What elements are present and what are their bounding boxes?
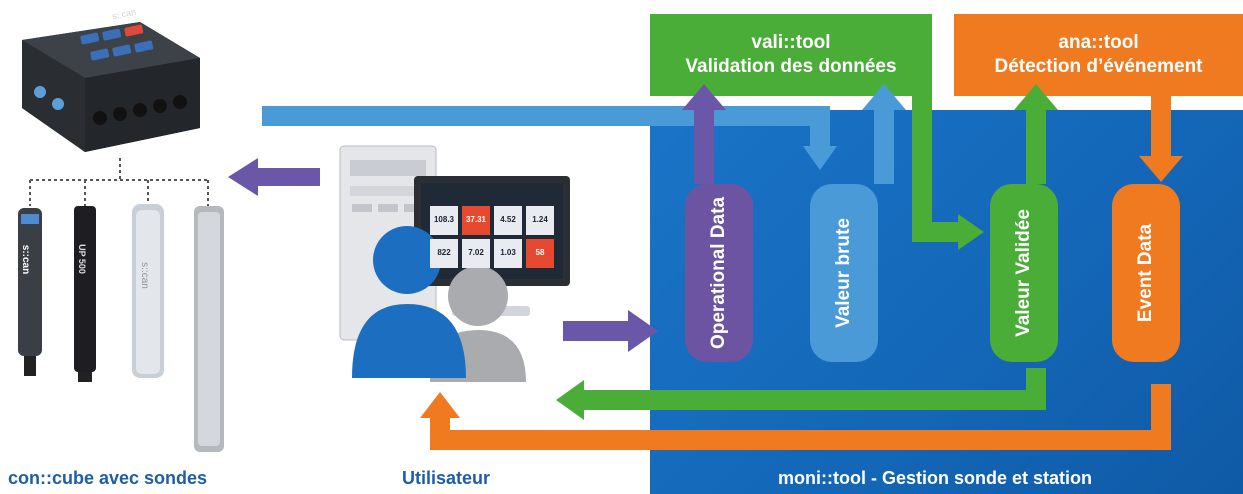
ana-tool-name: ana::tool [1058,32,1139,53]
event-return-arrow-head [420,392,460,418]
validated-up-arrow-head [1014,84,1058,110]
raw-feed-arrow-head [803,146,837,170]
screen-tile: 4.52 [494,206,522,235]
event-data-label: Event Data [1135,223,1156,323]
raw-value-pill: Valeur brute [810,184,878,362]
screen-tile: 1.03 [494,239,522,268]
probe-3-label: s::can [138,262,150,289]
validated-value-label: Valeur Validée [1013,209,1034,337]
moni-tool-caption: moni::tool - Gestion sonde et station [778,468,1092,488]
raw-up-arrow-head [862,84,906,110]
validated-return-arrow-head [556,380,584,420]
ana-tool-box: ana::tool Détection d’événement [954,14,1243,96]
vali-tool-name: vali::tool [751,32,831,53]
validated-return-arrow [580,368,1046,410]
vali-tool-box: vali::tool Validation des données [650,14,932,96]
user-to-moni-arrow-head [628,310,658,352]
screen-tile: 1.24 [526,206,554,235]
raw-up-arrow-body [874,108,894,184]
probe-1 [18,208,42,376]
con-cube-device [22,22,200,152]
user-caption: Utilisateur [402,468,491,488]
vali-to-validated-arrow [912,96,960,242]
validated-value-pill: Valeur Validée [990,184,1058,362]
vali-to-validated-arrow-head [958,214,984,250]
probe-3 [132,204,164,378]
screen-tile: 37.31 [462,206,490,235]
probe-wiring [29,158,209,206]
operational-data-label: Operational Data [708,196,729,350]
vali-tool-subtitle: Validation des données [685,56,897,77]
validated-up-arrow-body [1026,108,1046,184]
screen-tile: 7.02 [462,239,490,268]
user-to-device-arrow-head [228,158,258,196]
screen-tile: 108.3 [430,206,458,235]
operational-data-pill: Operational Data [685,184,753,362]
ana-down-arrow-head [1139,156,1183,182]
user-icon-blue [352,226,466,378]
screen-tile: 822 [430,239,458,268]
screen-tile: 58 [526,239,554,268]
probe-2-label: UP 500 [76,244,87,274]
event-data-pill: Event Data [1112,184,1180,362]
raw-feed-arrow [262,106,830,148]
operational-up-arrow-head [682,84,726,110]
probe-4 [194,206,224,452]
ana-down-arrow-body [1151,96,1171,158]
monitor-screen-tiles: 108.3 37.31 4.52 1.24 822 7.02 1.03 58 [430,206,554,268]
user-to-moni-arrow-body [563,321,631,341]
probe-1-label: s::can [20,244,32,275]
raw-value-label: Valeur brute [833,218,854,328]
hardware-caption: con::cube avec sondes [8,468,208,488]
user-to-device-arrow-body [255,168,320,186]
ana-tool-subtitle: Détection d’événement [994,56,1203,77]
operational-up-arrow-body [694,108,714,184]
probe-2 [74,206,96,382]
event-return-arrow [430,384,1171,450]
